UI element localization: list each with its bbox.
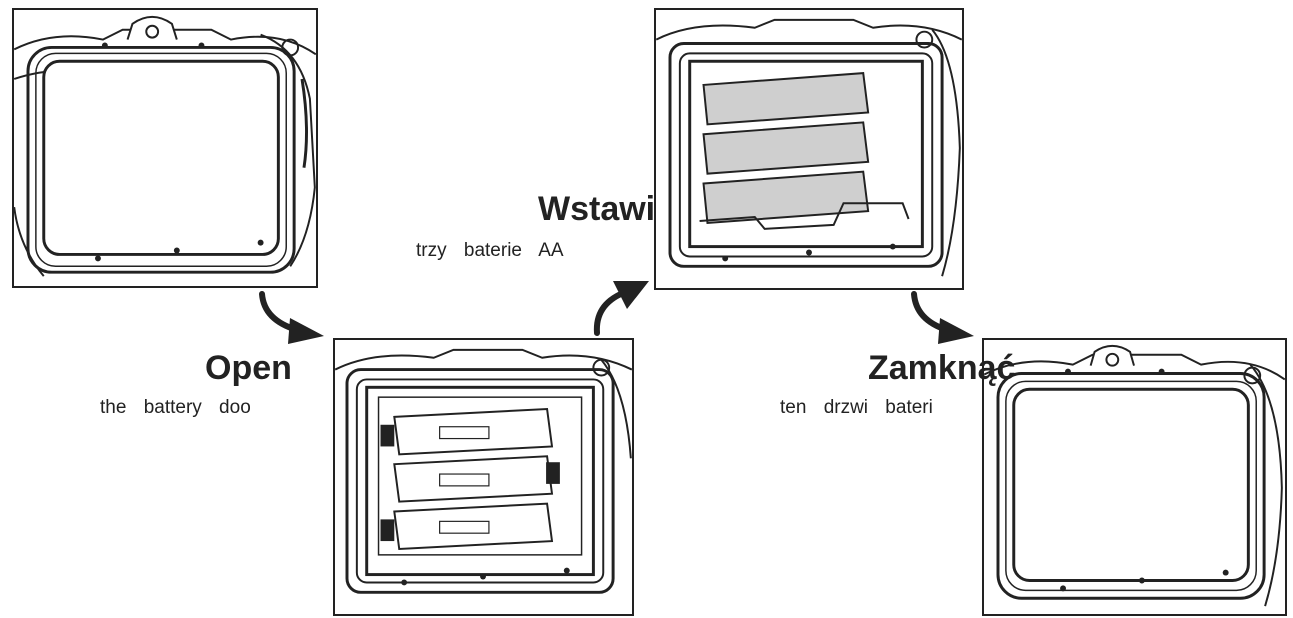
step-insert-title: Wstawić (538, 190, 656, 228)
open-tray-panel (333, 338, 634, 616)
batteries-inserted-panel (654, 8, 964, 290)
step-insert-description: trzy baterie AA (416, 240, 564, 261)
closed-door-illustration-2 (984, 344, 1285, 607)
arrow-down-right-icon (259, 291, 324, 344)
step-open-title: Open (205, 349, 292, 387)
closed-door-illustration (14, 15, 316, 277)
batteries-inserted-illustration (656, 18, 962, 277)
arrow-down-right-icon-2 (911, 291, 974, 344)
step-insert-label-group: Wstawić trzy baterie AA (410, 190, 656, 270)
step-open-label-group: Open the battery doo (100, 345, 303, 425)
closed-door-panel-1 (12, 8, 318, 288)
closed-door-panel-2 (982, 338, 1287, 616)
step-open-description: the battery doo (100, 397, 251, 418)
open-tray-illustration (335, 348, 632, 594)
step-close-description-clip: ten drzwi bateri (780, 397, 1003, 427)
step-close-title: Zamknąć (868, 349, 1016, 387)
step-close-description: ten drzwi bateri (780, 397, 933, 418)
step-close-label-group: Zamknąć ten drzwi bateri (780, 345, 1040, 425)
arrow-up-right-icon (593, 281, 649, 336)
